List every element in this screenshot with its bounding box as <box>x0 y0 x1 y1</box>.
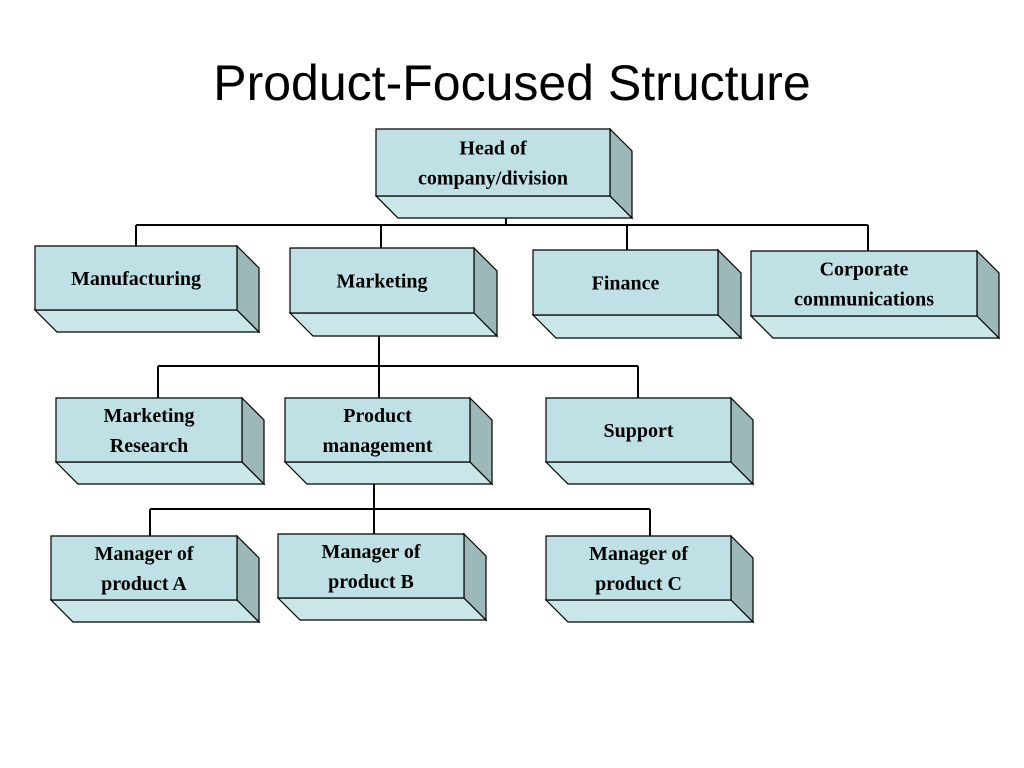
box-label-marketing-research: Marketing <box>103 405 194 427</box>
box-manufacturing: Manufacturing <box>33 244 261 334</box>
box-bottom-face <box>531 314 743 339</box>
box-label-corporate: Corporate <box>820 259 909 281</box>
box-label-product-management: Product <box>343 405 412 427</box>
connector-lines <box>135 196 869 536</box>
box-marketing: Marketing <box>288 246 499 338</box>
box-manager-c: Manager of product C <box>544 534 755 624</box>
box-bottom-face <box>288 312 499 337</box>
box-front-face <box>34 245 238 311</box>
box-front-face <box>545 397 732 463</box>
box-label-marketing-research: Research <box>110 435 189 457</box>
box-bottom-face <box>49 599 261 623</box>
page-title: Product-Focused Structure <box>213 55 811 111</box>
box-label-finance: Finance <box>592 273 660 295</box>
box-support: Support <box>544 396 755 486</box>
box-label-support: Support <box>603 420 673 442</box>
box-product-management: Product management <box>283 396 494 486</box>
box-bottom-face <box>544 599 755 623</box>
box-bottom-face <box>749 315 1001 339</box>
box-label-manager-a: product A <box>101 573 187 595</box>
box-front-face <box>55 397 243 463</box>
box-front-face <box>50 535 238 601</box>
box-corporate: Corporate communications <box>749 249 1001 340</box>
box-front-face <box>277 533 465 599</box>
box-label-manager-a: Manager of <box>94 543 193 565</box>
box-label-manager-b: product B <box>328 571 414 593</box>
box-label-manager-c: product C <box>595 573 682 595</box>
box-front-face <box>750 250 978 317</box>
box-label-corporate: communications <box>794 289 934 311</box>
box-front-face <box>545 535 732 601</box>
box-label-manager-c: Manager of <box>589 543 688 565</box>
box-label-head: company/division <box>418 168 568 190</box>
box-label-manager-b: Manager of <box>321 541 420 563</box>
box-label-manufacturing: Manufacturing <box>71 268 201 290</box>
box-bottom-face <box>544 461 755 485</box>
box-label-product-management: management <box>323 435 433 457</box>
box-front-face <box>532 249 719 316</box>
box-bottom-face <box>374 195 634 219</box>
box-bottom-face <box>33 309 261 333</box>
box-front-face <box>375 128 611 197</box>
box-bottom-face <box>54 461 266 485</box>
box-front-face <box>289 247 475 314</box>
box-label-marketing: Marketing <box>336 271 427 293</box>
box-manager-a: Manager of product A <box>49 534 261 624</box>
box-manager-b: Manager of product B <box>276 532 488 622</box>
box-bottom-face <box>276 597 488 621</box>
box-label-head: Head of <box>459 138 527 160</box>
box-head: Head of company/division <box>374 127 634 220</box>
box-front-face <box>284 397 471 463</box>
box-bottom-face <box>283 461 494 485</box>
box-finance: Finance <box>531 248 743 340</box>
